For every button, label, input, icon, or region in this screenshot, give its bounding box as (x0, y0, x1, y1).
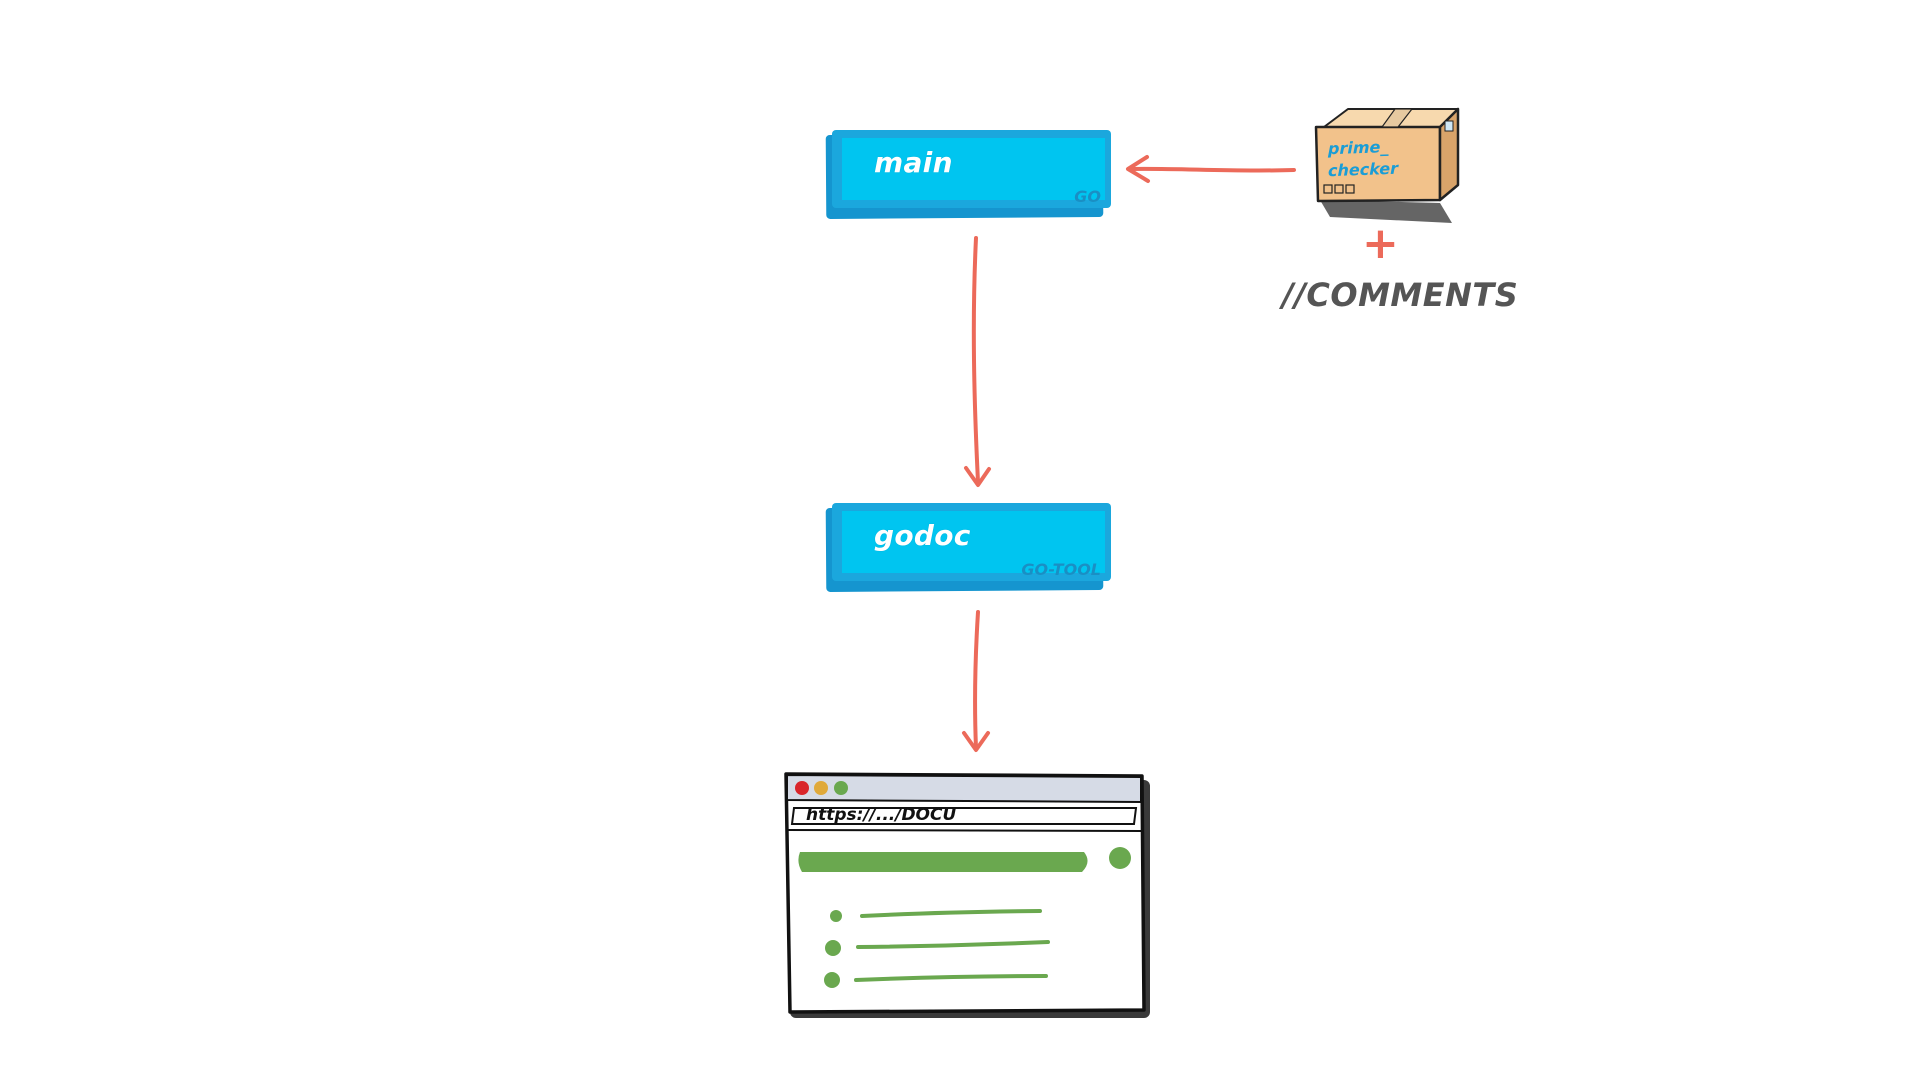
plus-sign: + (1362, 218, 1399, 269)
box-icon (1314, 107, 1460, 223)
package-label: prime_ checker (1328, 136, 1398, 182)
content-dot-icon (1109, 847, 1131, 869)
arrow-main-to-godoc (971, 236, 980, 484)
package-name-line2: checker (1328, 158, 1399, 181)
arrow-godoc-to-browser (972, 610, 980, 750)
minimize-dot-icon (814, 781, 828, 795)
godoc-block-face (842, 511, 1105, 573)
main-block-face (842, 138, 1105, 200)
package-box[interactable]: prime_ checker (1300, 105, 1460, 225)
godoc-block-title: godoc (874, 519, 971, 552)
browser-window[interactable]: https://.../DOCU (782, 770, 1152, 1020)
godoc-block[interactable]: godoc GO-TOOL (825, 503, 1111, 592)
arrow-package-to-main (1128, 166, 1296, 173)
arrow-package-to-main-head (1126, 155, 1150, 183)
arrow-main-to-godoc-head (964, 466, 991, 487)
arrow-godoc-to-browser-head (962, 731, 990, 752)
main-block-tag: GO (1074, 187, 1101, 206)
main-block-title: main (874, 146, 953, 179)
main-block[interactable]: main GO (825, 130, 1111, 219)
package-name-line1: prime_ (1328, 137, 1389, 159)
browser-drawing (784, 772, 1150, 1018)
url-text: https://.../DOCU (806, 805, 957, 825)
close-dot-icon (795, 781, 809, 795)
godoc-block-tag: GO-TOOL (1021, 560, 1101, 579)
comments-label: //COMMENTS (1282, 276, 1519, 314)
maximize-dot-icon (834, 781, 848, 795)
